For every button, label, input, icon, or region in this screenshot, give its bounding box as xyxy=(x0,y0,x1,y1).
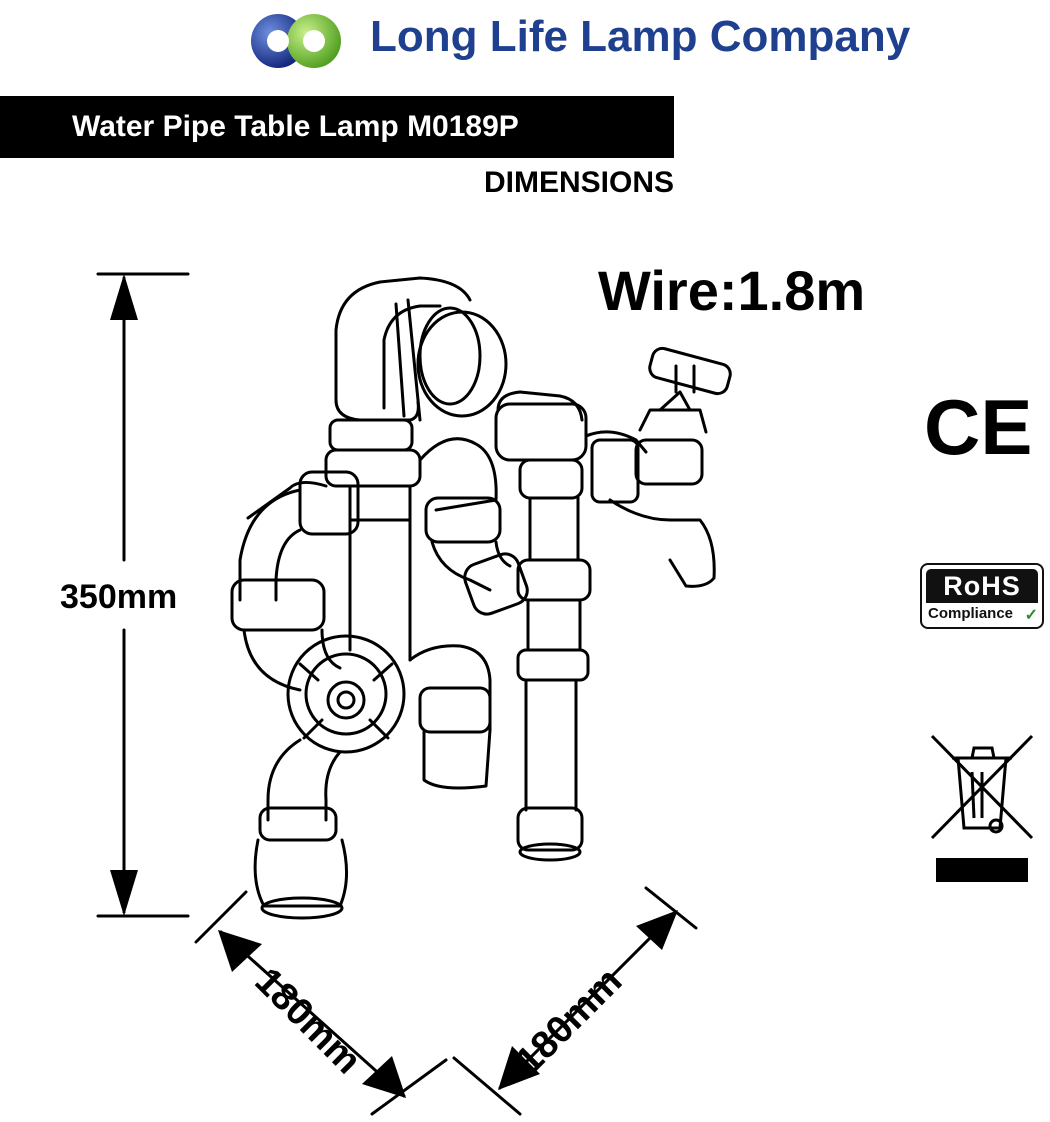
rohs-subtitle: Compliance xyxy=(928,605,1014,622)
rohs-title: RoHS xyxy=(926,569,1038,603)
crossed-out-bin-icon xyxy=(930,734,1034,882)
ce-mark-text: CE xyxy=(924,390,1032,464)
dimension-arrowheads xyxy=(110,274,678,1098)
height-dimension-line xyxy=(96,272,190,918)
depth-dimension-lines xyxy=(194,886,698,1116)
ce-mark-icon: CE xyxy=(924,390,1032,464)
title-bar xyxy=(0,96,674,158)
dimensions-heading: DIMENSIONS xyxy=(483,166,674,199)
check-icon: ✓ xyxy=(1024,607,1038,624)
rohs-badge: RoHS Compliance ✓ xyxy=(920,563,1044,629)
brand-name: Long Life Lamp Company xyxy=(370,12,911,61)
lamp-drawing xyxy=(230,276,732,920)
company-logo-icon xyxy=(251,14,341,68)
wire-length-label: Wire:1.8m xyxy=(598,259,866,322)
height-dimension-label: 350mm xyxy=(60,578,178,616)
product-title: Water Pipe Table Lamp M0189P xyxy=(72,110,519,143)
